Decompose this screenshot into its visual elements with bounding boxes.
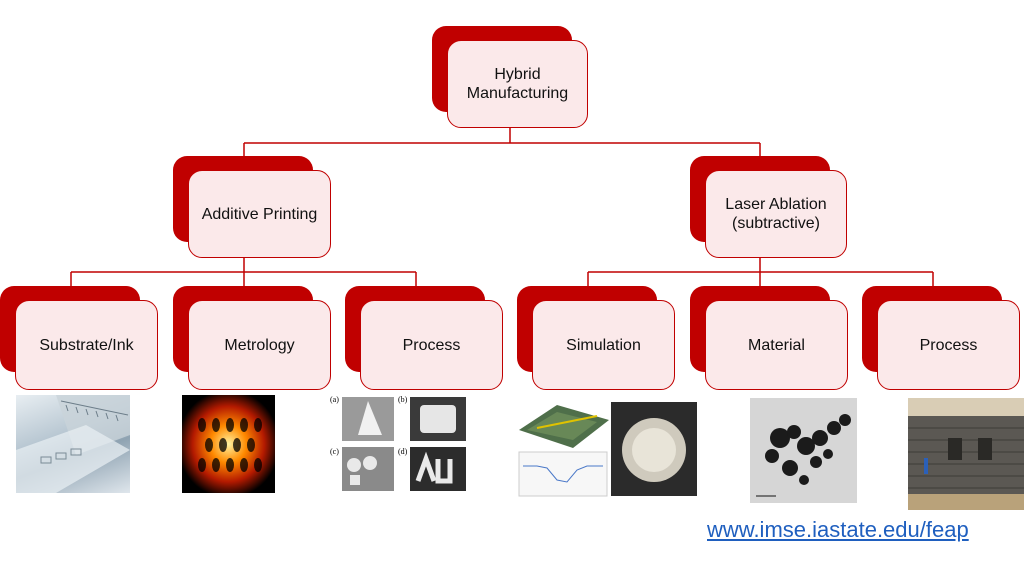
node-label: Simulation <box>532 300 675 390</box>
material-micrograph <box>750 398 857 503</box>
node-label: Metrology <box>188 300 331 390</box>
node-label: Hybrid Manufacturing <box>447 40 588 128</box>
node-label: Laser Ablation (subtractive) <box>705 170 847 258</box>
node-label: Material <box>705 300 848 390</box>
metrology-interference-pattern <box>182 395 275 493</box>
node-label: Process <box>360 300 503 390</box>
construction-site-photo <box>908 398 1024 510</box>
panel-label-c: (c) <box>330 447 339 456</box>
panel-label-a: (a) <box>330 395 339 404</box>
simulation-surface-plot <box>517 400 699 498</box>
panel-label-d: (d) <box>398 447 408 456</box>
printed-parts-figure: (a) (b) (c) (d) <box>330 395 468 493</box>
node-label: Process <box>877 300 1020 390</box>
node-label: Substrate/Ink <box>15 300 158 390</box>
node-label: Additive Printing <box>188 170 331 258</box>
feap-website-link[interactable]: www.imse.iastate.edu/feap <box>707 517 969 542</box>
panel-label-b: (b) <box>398 395 408 404</box>
substrate-ink-photo <box>16 395 130 493</box>
